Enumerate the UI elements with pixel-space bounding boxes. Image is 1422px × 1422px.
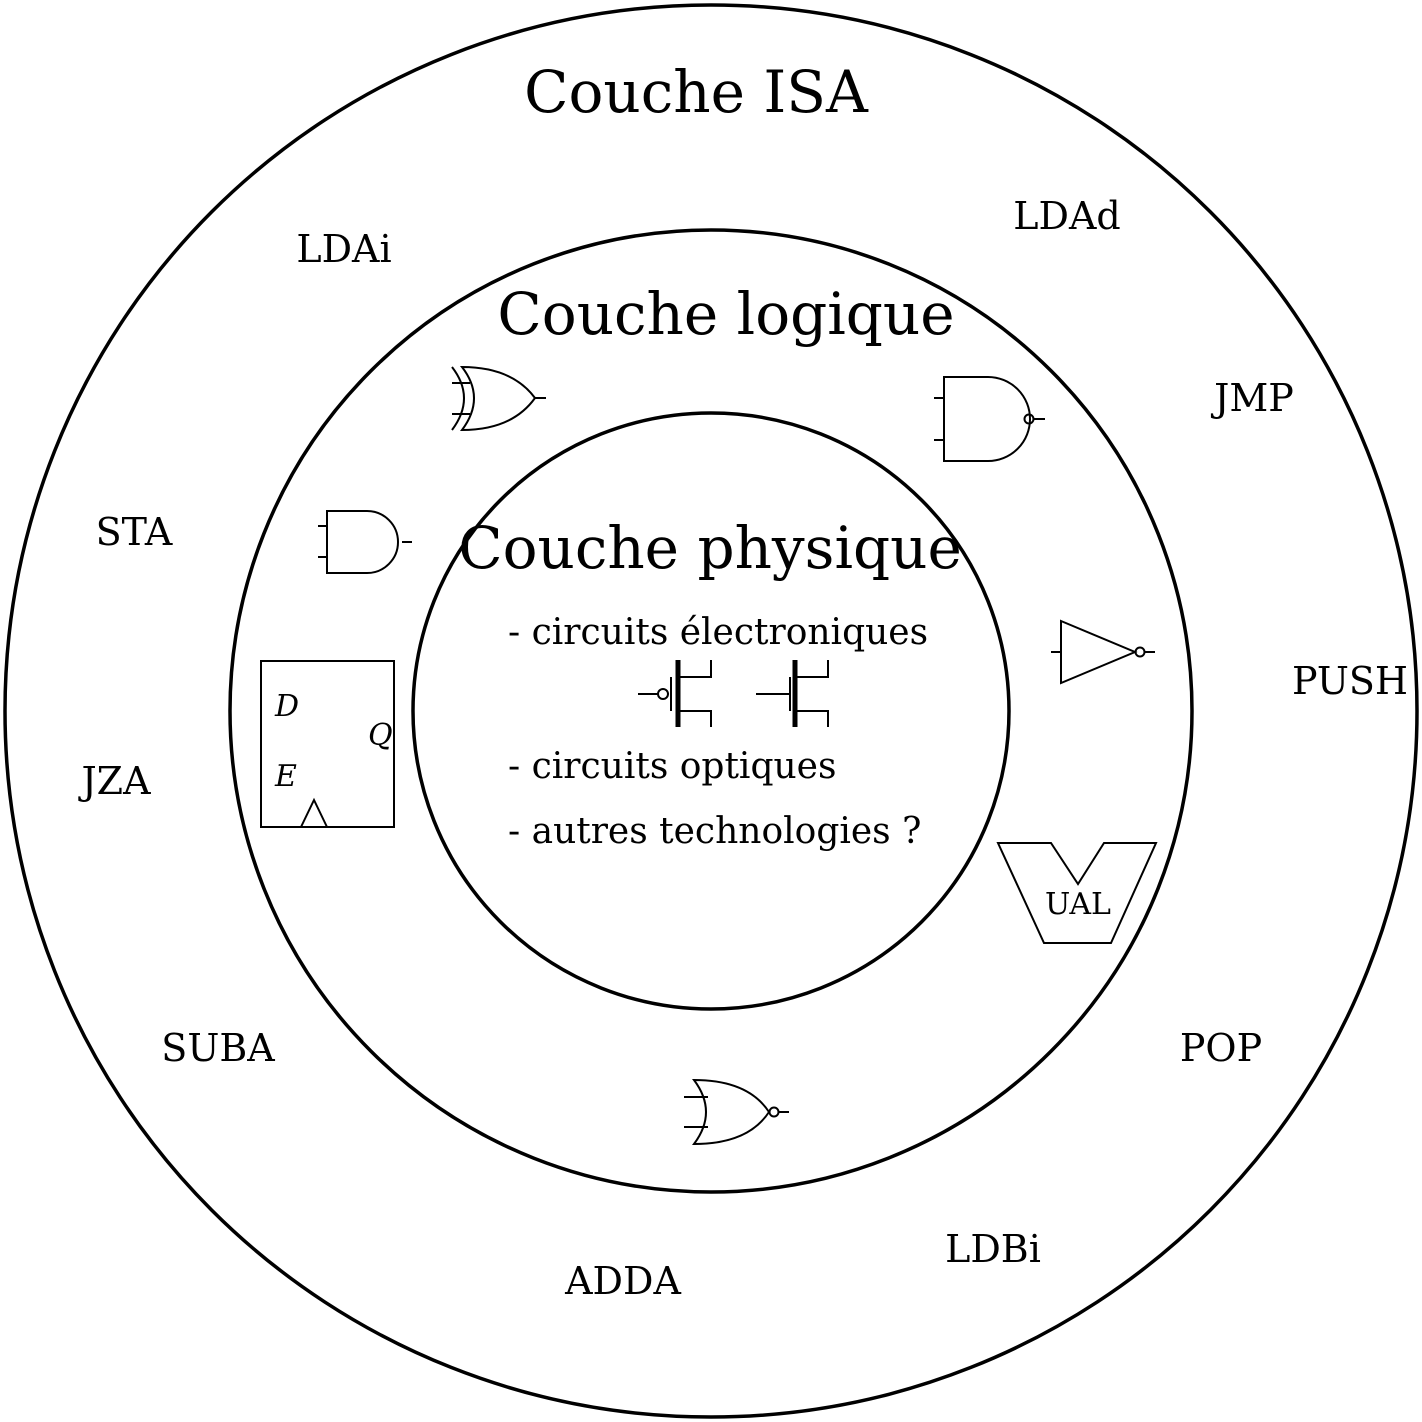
instruction-push: PUSH [1292, 659, 1408, 703]
logic-layer-title: Couche logique [497, 280, 954, 348]
pmos-transistor-icon [638, 660, 712, 727]
instruction-ldbi: LDBi [945, 1227, 1041, 1271]
physical-item-other: - autres technologies ? [508, 811, 921, 852]
physical-layer-ring [411, 411, 1011, 1011]
logic-layer-ring [228, 228, 1194, 1194]
instruction-suba: SUBA [161, 1026, 275, 1070]
latch-input-d: D [274, 689, 299, 724]
instruction-ldai: LDAi [296, 227, 391, 271]
physical-layer-title: Couche physique [458, 514, 962, 582]
alu-icon: UAL [996, 842, 1158, 944]
physical-item-optical: - circuits optiques [508, 746, 836, 787]
not-gate-icon [1051, 619, 1155, 685]
alu-label: UAL [1045, 887, 1111, 922]
xor-gate-icon [451, 365, 546, 432]
isa-layer-ring [3, 3, 1419, 1419]
nmos-transistor-icon [756, 660, 829, 727]
d-latch-icon: D E Q [260, 660, 395, 828]
physical-item-electronic: - circuits électroniques [508, 612, 928, 653]
latch-input-e: E [274, 759, 297, 794]
instruction-adda: ADDA [564, 1259, 681, 1303]
latch-output-q: Q [368, 718, 393, 753]
and-gate-icon [318, 510, 412, 574]
instruction-pop: POP [1180, 1026, 1262, 1070]
nor-gate-icon [684, 1078, 789, 1146]
instruction-jmp: JMP [1210, 376, 1294, 420]
instruction-sta: STA [96, 510, 173, 554]
nand-gate-icon [934, 376, 1045, 462]
instruction-jza: JZA [77, 759, 151, 803]
instruction-ldad: LDAd [1013, 194, 1120, 238]
isa-layer-title: Couche ISA [524, 58, 869, 126]
